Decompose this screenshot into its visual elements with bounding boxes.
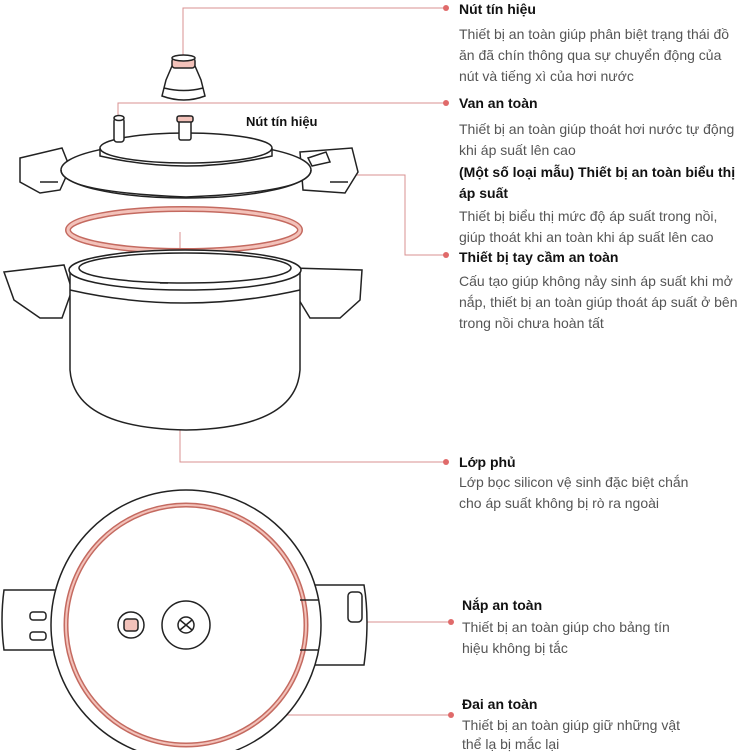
signal-button-desc-1: Thiết bị an toàn giúp phân biệt trạng th… [459, 26, 730, 42]
safety-valve-desc-2: khi áp suất lên cao [459, 142, 576, 158]
signal-button-part [161, 54, 206, 101]
pressure-indicator-desc-1: Thiết bị biểu thị mức độ áp suất trong n… [459, 208, 718, 224]
signal-button-desc-2: ăn đã chín thông qua sự chuyển động của [459, 47, 722, 63]
leader-signal-button [182, 7, 445, 55]
dot-pressure-indicator [443, 252, 449, 258]
dot-coating [443, 459, 449, 465]
safety-cap-desc-1: Thiết bị an toàn giúp cho bảng tín [462, 619, 670, 635]
safety-cap-title: Nắp an toàn [462, 597, 543, 613]
pressure-indicator-desc-2: giúp thoát khi an toàn khi áp suất lên c… [459, 229, 714, 245]
gasket-ring [65, 206, 303, 254]
dot-safety-band [448, 712, 454, 718]
pot-body [2, 249, 363, 431]
signal-button-small-title: Nút tín hiệu [246, 114, 318, 129]
coating-desc-2: cho áp suất không bị rò ra ngoài [459, 495, 660, 511]
leader-dots [443, 5, 454, 718]
leader-pressure-indicator [335, 174, 446, 256]
signal-button-desc-3: nút và tiếng xì của hơi nước [459, 68, 634, 84]
lid [19, 114, 359, 199]
dot-safety-valve [443, 100, 449, 106]
pressure-indicator-title-1: (Một số loại mẫu) Thiết bị an toàn biểu … [459, 164, 736, 180]
safety-valve-desc-1: Thiết bị an toàn giúp thoát hơi nước tự … [459, 121, 735, 137]
safety-handle-title: Thiết bị tay cầm an toàn [459, 249, 619, 265]
dot-safety-cap [448, 619, 454, 625]
safety-band-desc-2: thể lạ bị mắc lại [462, 736, 560, 752]
safety-handle-desc-1: Cấu tạo giúp không nảy sinh áp suất khi … [459, 273, 733, 289]
safety-handle-desc-3: trong nồi chưa hoàn tất [459, 315, 604, 331]
coating-desc-1: Lớp bọc silicon vệ sinh đặc biệt chắn [459, 474, 689, 490]
signal-button-title: Nút tín hiệu [459, 1, 536, 17]
leader-safety-valve [117, 102, 445, 120]
safety-handle-desc-2: nắp, thiết bị an toàn giúp thoát áp suất… [459, 294, 738, 310]
safety-band-title: Đai an toàn [462, 696, 538, 712]
safety-cap-desc-2: hiệu không bị tắc [462, 640, 568, 656]
coating-title: Lớp phủ [459, 454, 516, 470]
safety-band-desc-1: Thiết bị an toàn giúp giữ những vật [462, 717, 680, 733]
dot-signal-button [443, 5, 449, 11]
top-view [1, 489, 368, 750]
pressure-indicator-title-2: áp suất [459, 185, 509, 201]
safety-valve-title: Van an toàn [459, 95, 538, 111]
